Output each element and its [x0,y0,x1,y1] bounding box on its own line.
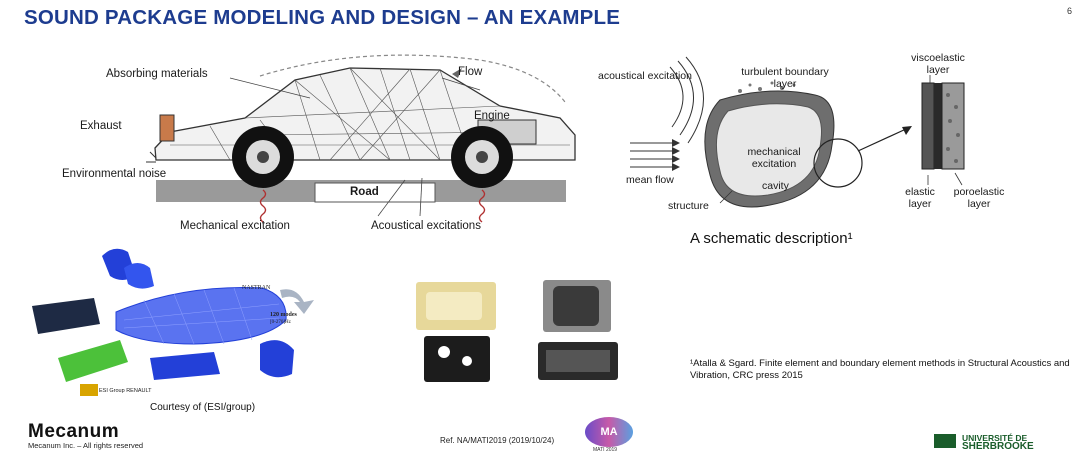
mean-flow-arrows [630,143,676,167]
tail-light [160,115,174,141]
mati-label: MATI 2019 [593,447,617,453]
footer-reference: Ref. NA/MATI2019 (2019/10/24) [440,436,554,445]
label-road: Road [350,186,379,198]
label-absorbing-materials: Absorbing materials [106,68,208,80]
reference-note: ¹Atalla & Sgard. Finite element and boun… [690,358,1075,382]
dashboard-mesh [116,288,286,345]
label-nastran: NASTRAN [242,285,270,291]
photo-panel-beige [416,282,496,330]
label-freq-range: [0-270]Hz [270,320,291,325]
slide-title: SOUND PACKAGE MODELING AND DESIGN – AN E… [24,6,620,30]
elastic-layer [922,83,934,169]
label-modes: 120 modes [270,312,297,318]
label-environmental-noise: Environmental noise [62,168,166,180]
label-flow: Flow [458,66,482,78]
mecanum-rights: Mecanum Inc. – All rights reserved [28,441,143,450]
mecanum-logo: Mecanum [28,421,119,443]
seat-part-2 [124,263,154,289]
fe-model-collage [24,240,354,405]
label-structure: structure [668,200,709,212]
viscoelastic-layer [934,83,942,169]
label-elastic-layer: elastic layer [900,186,940,210]
label-poroelastic-layer: poroelastic layer [947,186,1011,210]
photo-dark-panel [424,336,490,382]
sherbrooke-line2: SHERBROOKE [962,442,1034,452]
schematic-caption: A schematic description¹ [690,230,853,247]
sherbrooke-emblem [934,434,956,448]
label-turbulent-boundary-layer: turbulent boundary layer [740,66,830,90]
seat-part-3 [260,340,294,377]
green-part [58,340,128,382]
label-mechanical-excitation: Mechanical excitation [180,220,290,232]
renault-mark [80,384,98,396]
sherbrooke-logo: UNIVERSITÉ DE SHERBROOKE [962,434,1034,452]
label-acoustical-excitations: Acoustical excitations [371,220,481,232]
courtesy-text: Courtesy of (ESI/group) [150,402,255,413]
label-viscoelastic-layer: viscoelastic layer [903,52,973,76]
floor-part [150,352,220,380]
rear-wheel [232,126,294,188]
photo-floor-panel [538,342,618,380]
label-exhaust: Exhaust [80,120,122,132]
label-mean-flow: mean flow [626,174,674,186]
photo-seat-grey [543,280,611,332]
label-acoustical-excitation: acoustical excitation [598,70,692,82]
front-wheel [451,126,513,188]
label-schematic-mechanical-excitation: mechanical excitation [736,146,812,170]
car-body [155,68,575,160]
zoom-arrow [858,129,906,151]
label-esi-renault: ESI Group RENAULT [99,388,151,394]
label-cavity: cavity [762,180,789,192]
dark-panel [32,298,100,334]
label-engine: Engine [474,110,510,122]
page-number: 6 [1067,6,1072,16]
poroelastic-layer [942,83,964,169]
mati-logo: MA [585,417,633,447]
